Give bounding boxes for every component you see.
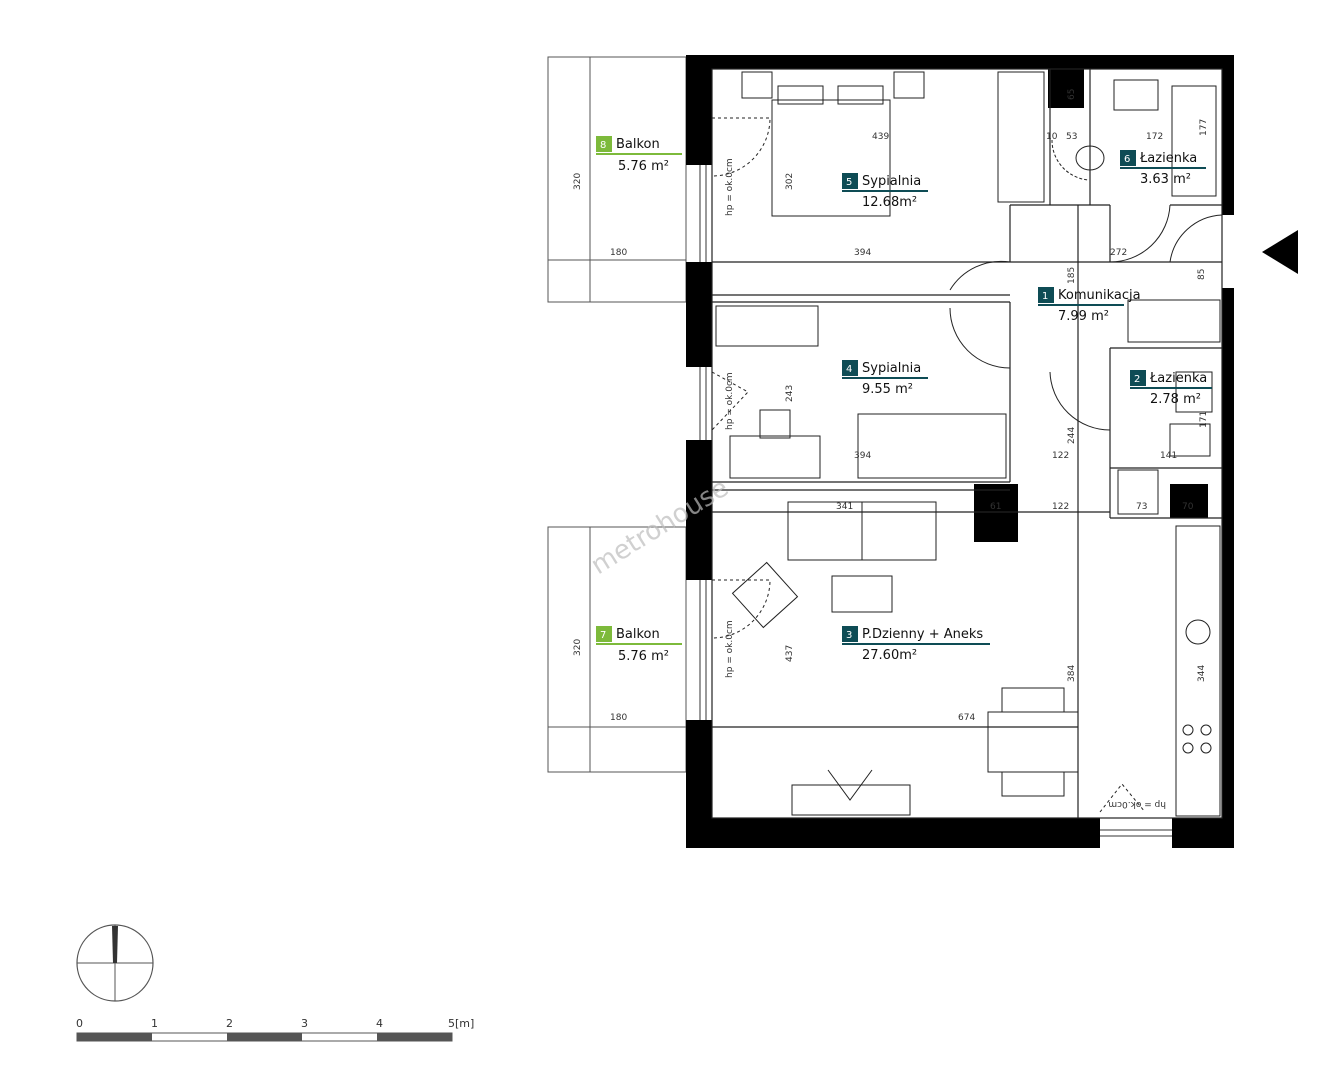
dimension-label: 10 <box>1046 132 1058 142</box>
dimension-label: 320 <box>573 639 583 656</box>
dimension-label: 243 <box>785 385 795 402</box>
dimension-label: 674 <box>958 713 975 723</box>
room-area: 27.60m² <box>862 648 917 663</box>
room-number: 1 <box>1042 291 1048 302</box>
dimension-label: 70 <box>1182 502 1194 512</box>
room-label-6: 6 Łazienka 3.63 m² <box>1120 150 1206 187</box>
room-name: Łazienka <box>1139 151 1197 166</box>
room-area: 7.99 m² <box>1058 309 1109 324</box>
room-name: P.Dzienny + Aneks <box>862 627 983 642</box>
room-number: 7 <box>600 630 606 641</box>
dimension-label: 272 <box>1110 248 1127 258</box>
dimension-label: 65 <box>1067 89 1077 100</box>
hp-notes: hp = ok.0cm hp = ok.0cm hp = ok.0cm hp =… <box>725 158 1166 809</box>
dimension-label: 180 <box>610 248 627 258</box>
dimension-label: 53 <box>1066 132 1077 142</box>
room-area: 5.76 m² <box>618 159 669 174</box>
scale-label: 1 <box>151 1017 158 1030</box>
room-name: Łazienka <box>1149 371 1207 386</box>
room-number: 8 <box>600 140 606 151</box>
dimension-label: 172 <box>1146 132 1163 142</box>
room-number: 2 <box>1134 374 1140 385</box>
windows <box>699 165 1172 837</box>
dimension-label: 437 <box>785 645 795 662</box>
room-number: 5 <box>846 177 852 188</box>
room-name: Sypialnia <box>862 174 921 189</box>
room-label-4: 4 Sypialnia 9.55 m² <box>842 360 928 397</box>
hp-note: hp = ok.0cm <box>725 620 735 678</box>
room-number: 6 <box>1124 154 1130 165</box>
scale-label: 3 <box>301 1017 308 1030</box>
room-label-2: 2 Łazienka 2.78 m² <box>1130 370 1212 407</box>
room-label-5: 5 Sypialnia 12.68m² <box>842 173 928 210</box>
room-label-8: 8 Balkon 5.76 m² <box>596 136 682 174</box>
dimension-label: 177 <box>1199 119 1209 136</box>
room-area: 9.55 m² <box>862 382 913 397</box>
dimension-label: 394 <box>854 451 871 461</box>
room-number: 4 <box>846 364 852 375</box>
room-area: 3.63 m² <box>1140 172 1191 187</box>
room-name: Balkon <box>616 137 660 152</box>
dimension-label: 73 <box>1136 502 1147 512</box>
room-label-3: 3 P.Dzienny + Aneks 27.60m² <box>842 626 990 663</box>
dimension-label: 394 <box>854 248 871 258</box>
dimension-label: 180 <box>610 713 627 723</box>
scale-label: 0 <box>76 1017 83 1030</box>
dimension-label: 341 <box>836 502 853 512</box>
entrance-arrow-icon <box>1262 230 1298 274</box>
dimension-label: 85 <box>1197 269 1207 280</box>
room-number: 3 <box>846 630 852 641</box>
dimension-label: 302 <box>785 173 795 190</box>
dimension-label: 141 <box>1160 451 1177 461</box>
furniture <box>715 71 1221 817</box>
scale-label: 2 <box>226 1017 233 1030</box>
outer-walls <box>686 55 1234 848</box>
room-label-7: 7 Balkon 5.76 m² <box>596 626 682 664</box>
dimension-label: 122 <box>1052 502 1069 512</box>
dimension-labels: 65 439 53 172 177 10 302 394 272 185 85 … <box>573 89 1209 723</box>
dimension-label: 171 <box>1199 411 1209 428</box>
room-name: Sypialnia <box>862 361 921 376</box>
scale-bar: 0 1 2 3 4 5[m] <box>76 1017 474 1042</box>
dimension-label: 61 <box>990 502 1001 512</box>
room-area: 2.78 m² <box>1150 392 1201 407</box>
dimension-label: 320 <box>573 173 583 190</box>
room-name: Komunikacja <box>1058 288 1141 303</box>
room-name: Balkon <box>616 627 660 642</box>
hp-note: hp = ok.0cm <box>725 158 735 216</box>
scale-label: 5[m] <box>448 1017 474 1030</box>
balcony-top <box>547 56 687 303</box>
dimension-label: 384 <box>1067 665 1077 682</box>
room-label-1: 1 Komunikacja 7.99 m² <box>1038 287 1141 324</box>
dimension-label: 439 <box>872 132 889 142</box>
hp-note: hp = ok.0cm <box>725 372 735 430</box>
room-area: 12.68m² <box>862 195 917 210</box>
balcony-bottom <box>547 526 687 773</box>
compass-icon <box>76 924 154 1002</box>
hp-note: hp = ok.0cm <box>1108 799 1166 809</box>
dimension-label: 185 <box>1067 267 1077 284</box>
dimension-label: 244 <box>1067 427 1077 444</box>
dimension-label: 344 <box>1197 665 1207 682</box>
scale-label: 4 <box>376 1017 383 1030</box>
dimension-label: 122 <box>1052 451 1069 461</box>
room-area: 5.76 m² <box>618 649 669 664</box>
door-swings <box>711 117 1223 813</box>
